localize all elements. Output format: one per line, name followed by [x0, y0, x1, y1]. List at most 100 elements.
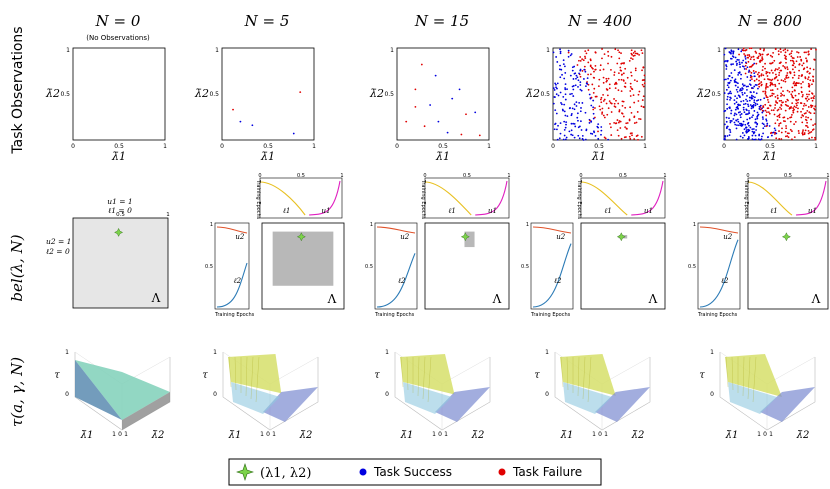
marginal-tick: 1: [663, 173, 666, 179]
scatter-point: [641, 99, 644, 101]
row-label-observations: Task Observations: [10, 26, 26, 154]
scatter-point: [728, 81, 731, 84]
tau-mesh-line: [245, 356, 248, 397]
marginal-tick: 0.5: [521, 264, 529, 270]
scatter-point: [437, 120, 440, 123]
scatter-point: [791, 96, 794, 99]
scatter-point: [570, 133, 573, 136]
scatter-point: [778, 99, 781, 102]
scatter-point: [740, 50, 743, 53]
scatter-point: [794, 94, 797, 97]
marginal-tick: 1: [526, 222, 529, 228]
scatter-point: [569, 93, 572, 96]
scatter-point: [741, 136, 744, 139]
scatter-point: [760, 138, 763, 140]
scatter-point: [559, 52, 562, 55]
scatter-point: [573, 123, 576, 125]
scatter-point: [744, 55, 747, 58]
scatter-point: [628, 60, 631, 62]
scatter-point: [620, 69, 623, 72]
scatter-y-label: λ̄2: [194, 87, 209, 100]
scatter-point: [559, 48, 561, 51]
col-title-1: N = 5: [244, 12, 290, 30]
scatter-point: [751, 130, 754, 133]
scatter-point: [749, 104, 752, 106]
scatter-point: [779, 62, 782, 64]
scatter-point: [774, 95, 777, 98]
scatter-point: [737, 94, 740, 97]
scatter-point: [812, 68, 815, 71]
scatter-point: [776, 97, 779, 99]
scatter-point: [791, 138, 793, 141]
scatter-point: [723, 110, 726, 113]
scatter-point: [571, 66, 574, 69]
scatter-tick-label: 1: [163, 143, 167, 150]
scatter-point: [737, 73, 739, 76]
scatter-point: [618, 109, 621, 111]
scatter-point: [802, 81, 804, 83]
scatter-point: [755, 92, 758, 95]
scatter-point: [761, 116, 764, 119]
scatter-point: [635, 135, 638, 137]
scatter-point: [766, 71, 769, 74]
scatter-point: [806, 60, 808, 63]
scatter-point: [785, 127, 788, 130]
scatter-point: [590, 121, 593, 123]
scatter-point: [474, 111, 477, 114]
scatter-point: [643, 74, 646, 77]
scatter-tick-label: 1: [814, 143, 818, 150]
marginal-epochs-label: Training Epochs: [697, 312, 738, 318]
scatter-point: [743, 92, 746, 94]
scatter-point: [446, 131, 449, 134]
scatter-point: [725, 68, 728, 70]
scatter-point: [750, 97, 753, 100]
scatter-point: [552, 51, 555, 54]
scatter-point: [581, 58, 584, 61]
scatter-point: [795, 106, 797, 109]
tau-tick: 1: [432, 431, 436, 438]
scatter-point: [641, 52, 644, 55]
lambda-star-icon: [296, 232, 306, 242]
lambda-star-icon: [114, 227, 124, 237]
scatter-point: [746, 94, 748, 97]
scatter-point: [740, 100, 742, 103]
scatter-point: [747, 60, 750, 63]
scatter-point: [747, 138, 750, 140]
scatter-point: [737, 120, 740, 123]
scatter-y-label: λ̄2: [369, 87, 384, 100]
tau-mesh-line: [255, 356, 260, 403]
scatter-point: [641, 79, 644, 82]
scatter-point: [640, 49, 643, 52]
scatter-point: [771, 92, 774, 95]
scatter-point: [753, 79, 756, 82]
scatter-point: [767, 111, 770, 113]
scatter-point: [564, 98, 567, 101]
tau-surface-low: [435, 387, 490, 422]
scatter-point: [766, 98, 769, 101]
tau-surface-high: [228, 354, 282, 394]
scatter-point: [778, 122, 781, 125]
scatter-point: [581, 134, 584, 137]
scatter-point: [764, 90, 767, 93]
scatter-point: [575, 101, 578, 104]
tau-x-label: λ̄1: [400, 430, 414, 441]
scatter-point: [812, 75, 814, 78]
marginal-epochs-label: Training Epochs: [530, 312, 571, 318]
scatter-point: [754, 50, 757, 53]
scatter-point: [791, 102, 794, 105]
scatter-point: [793, 108, 795, 111]
scatter-point: [778, 71, 781, 74]
tau-tick: 0: [545, 391, 549, 398]
marginal-u1-label: u1: [322, 207, 331, 215]
scatter-point: [807, 98, 810, 101]
scatter-point: [603, 53, 606, 56]
scatter-point: [557, 94, 560, 97]
scatter-point: [609, 122, 611, 125]
scatter-point: [781, 101, 784, 104]
scatter-point: [552, 102, 555, 105]
scatter-point: [733, 102, 736, 105]
scatter-point: [750, 91, 752, 94]
scatter-point: [629, 85, 632, 88]
